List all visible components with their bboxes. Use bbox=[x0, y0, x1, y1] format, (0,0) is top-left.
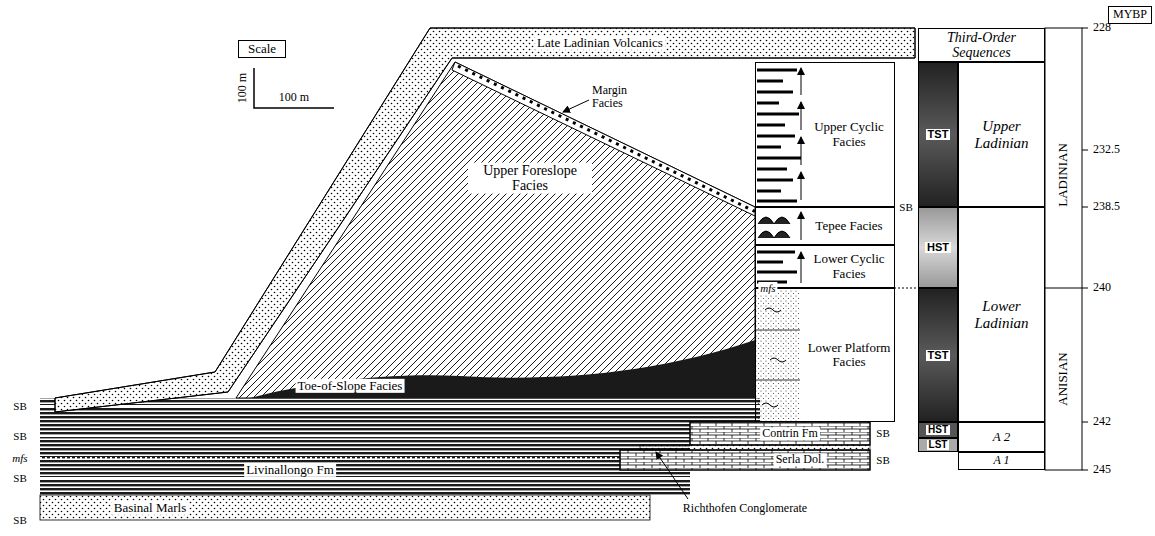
scale-label: 100 m bbox=[279, 91, 309, 104]
sequence-box: Upper Ladinian bbox=[958, 62, 1045, 207]
age-label: 242 bbox=[1093, 415, 1111, 428]
tract-label: TST bbox=[926, 350, 951, 361]
stage-label: LADINIAN bbox=[1056, 143, 1070, 207]
sequence-header-box: Third-Order Sequences bbox=[918, 28, 1045, 62]
toe-of-slope bbox=[250, 340, 755, 398]
box-label: MYBP bbox=[1113, 8, 1147, 21]
contrin-formation bbox=[690, 422, 870, 445]
unit-label: Livinallongo Fm bbox=[244, 463, 336, 477]
scale-box: Scale bbox=[238, 40, 286, 58]
age-label: 240 bbox=[1093, 281, 1111, 294]
tepee-symbol bbox=[758, 217, 790, 238]
leader-arrow bbox=[563, 100, 589, 112]
facies-box: Tepee Facies bbox=[755, 207, 895, 245]
stage-label: ANISIAN bbox=[1056, 352, 1070, 405]
scale-bar bbox=[254, 68, 334, 108]
unit-label: Serla Dol. bbox=[774, 453, 827, 466]
age-label: 232.5 bbox=[1093, 143, 1120, 156]
shallowing-arrow bbox=[801, 172, 802, 200]
box-label: Third-Order Sequences bbox=[919, 30, 1044, 61]
box-label: Scale bbox=[248, 42, 276, 56]
shallowing-arrow bbox=[801, 68, 802, 95]
surface-label: SB bbox=[11, 400, 28, 412]
box-label: Lower Platform Facies bbox=[806, 341, 892, 370]
systems-tract-band: LST bbox=[918, 438, 958, 452]
systems-tract-band: TST bbox=[918, 288, 958, 422]
box-label: Lower Cyclic Facies bbox=[806, 252, 892, 281]
age-label: 245 bbox=[1093, 463, 1111, 476]
box-label: Lower Ladinian bbox=[959, 298, 1044, 331]
shallowing-arrow bbox=[801, 252, 802, 283]
unit-label: Margin Facies bbox=[592, 84, 647, 110]
mfs-line bbox=[40, 457, 690, 459]
age-label: 228 bbox=[1093, 21, 1111, 34]
shallowing-arrow bbox=[801, 137, 802, 165]
tract-label: HST bbox=[926, 425, 950, 435]
box-label: Upper Ladinian bbox=[959, 118, 1044, 151]
cyclic-beds bbox=[757, 252, 797, 282]
margin-texture bbox=[458, 66, 755, 212]
box-label: A 2 bbox=[993, 430, 1010, 444]
systems-tract-band: HST bbox=[918, 422, 958, 438]
basinal-marls bbox=[40, 495, 650, 520]
leader-arrow bbox=[656, 452, 688, 499]
unit-box: MYBP bbox=[1108, 6, 1152, 24]
box-label: Tepee Facies bbox=[815, 219, 882, 233]
unit-label: Richthofen Conglomerate bbox=[681, 502, 809, 515]
shallowing-arrow bbox=[801, 102, 802, 130]
surface-label: SB bbox=[874, 454, 891, 466]
surface-label: SB bbox=[11, 472, 28, 484]
serla-dolomite bbox=[620, 450, 870, 470]
serla-dolomite-ground bbox=[620, 450, 870, 470]
surface-label: mfs bbox=[10, 452, 29, 464]
platform-stipple bbox=[756, 290, 800, 421]
unit-label: Basinal Marls bbox=[112, 501, 189, 515]
platform-bed-lines bbox=[756, 330, 800, 380]
surface-label: SB bbox=[897, 201, 914, 213]
tract-label: LST bbox=[927, 440, 950, 450]
tract-label: HST bbox=[925, 242, 951, 253]
basin-beds bbox=[40, 398, 690, 495]
unit-label: Upper Foreslope Facies bbox=[468, 163, 592, 194]
cyclic-beds bbox=[757, 70, 801, 201]
stage-boundary bbox=[1045, 288, 1082, 289]
surface-label: SB bbox=[11, 514, 28, 526]
contrin-ground bbox=[690, 422, 870, 445]
box-label: A 1 bbox=[993, 454, 1009, 467]
richthofen-conglomerate bbox=[640, 445, 870, 450]
unit-label: Toe-of-Slope Facies bbox=[296, 379, 405, 393]
scale-label: 100 m bbox=[236, 73, 249, 103]
margin-strip bbox=[452, 62, 755, 216]
box-label: Upper Cyclic Facies bbox=[806, 120, 892, 149]
platform-symbols bbox=[762, 308, 786, 407]
stage-column bbox=[1045, 28, 1082, 470]
facies-box: Lower Platform Facies bbox=[755, 288, 895, 422]
sequence-box: A 2 bbox=[958, 422, 1045, 452]
shallowing-arrow bbox=[801, 212, 802, 240]
surface-label: SB bbox=[11, 430, 28, 442]
facies-box: Upper Cyclic Facies bbox=[755, 62, 895, 207]
sequence-box: A 1 bbox=[958, 452, 1045, 470]
basin-beds bbox=[690, 398, 760, 422]
tract-label: TST bbox=[926, 129, 951, 140]
surface-label: mfs bbox=[758, 282, 777, 294]
time-ticks bbox=[1082, 28, 1088, 470]
sequence-box: Lower Ladinian bbox=[958, 207, 1045, 422]
surface-label: SB bbox=[874, 427, 891, 439]
unit-label: Contrin Fm bbox=[760, 427, 820, 440]
systems-tract-band: HST bbox=[918, 207, 958, 288]
age-label: 238.5 bbox=[1093, 200, 1120, 213]
systems-tract-band: TST bbox=[918, 62, 958, 207]
unit-label: Late Ladinian Volcanics bbox=[535, 36, 665, 50]
